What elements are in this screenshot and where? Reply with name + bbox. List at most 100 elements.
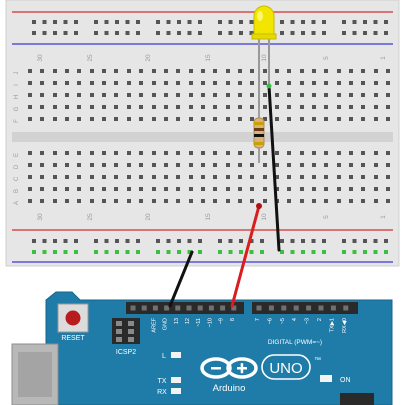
breadboard-hole[interactable] <box>324 117 328 121</box>
rail-hole[interactable] <box>363 20 367 24</box>
rail-hole[interactable] <box>352 250 357 254</box>
breadboard-hole[interactable] <box>65 81 69 85</box>
breadboard-hole[interactable] <box>275 69 279 73</box>
breadboard-hole[interactable] <box>139 151 143 155</box>
rail-hole[interactable] <box>218 20 222 24</box>
breadboard-hole[interactable] <box>152 187 156 191</box>
rail-hole[interactable] <box>187 239 192 243</box>
breadboard-hole[interactable] <box>300 187 304 191</box>
header-pin[interactable] <box>268 305 274 311</box>
rail-hole[interactable] <box>384 239 388 243</box>
breadboard-hole[interactable] <box>189 69 193 73</box>
breadboard-hole[interactable] <box>127 93 131 97</box>
breadboard-hole[interactable] <box>40 187 44 191</box>
rail-hole[interactable] <box>218 31 222 35</box>
breadboard-hole[interactable] <box>201 175 205 179</box>
breadboard-hole[interactable] <box>226 151 230 155</box>
rail-hole[interactable] <box>301 250 305 254</box>
breadboard-hole[interactable] <box>127 117 131 121</box>
rail-hole[interactable] <box>301 20 305 24</box>
breadboard-hole[interactable] <box>152 69 156 73</box>
breadboard-hole[interactable] <box>139 117 143 121</box>
breadboard-hole[interactable] <box>176 93 180 97</box>
breadboard-hole[interactable] <box>250 93 254 97</box>
breadboard-hole[interactable] <box>324 105 328 109</box>
rail-hole[interactable] <box>280 20 284 24</box>
breadboard-hole[interactable] <box>337 69 341 73</box>
breadboard-hole[interactable] <box>65 117 69 121</box>
breadboard-hole[interactable] <box>386 93 390 97</box>
rail-hole[interactable] <box>115 20 119 24</box>
resistor[interactable] <box>253 108 265 163</box>
breadboard-hole[interactable] <box>127 81 131 85</box>
breadboard-hole[interactable] <box>374 187 378 191</box>
breadboard-hole[interactable] <box>238 175 242 179</box>
breadboard-hole[interactable] <box>189 81 193 85</box>
breadboard-hole[interactable] <box>176 163 180 167</box>
breadboard-hole[interactable] <box>65 187 69 191</box>
rail-hole[interactable] <box>228 31 233 35</box>
rail-hole[interactable] <box>115 239 119 243</box>
breadboard-hole[interactable] <box>312 69 316 73</box>
breadboard-hole[interactable] <box>300 151 304 155</box>
breadboard-hole[interactable] <box>386 69 390 73</box>
breadboard-hole[interactable] <box>40 175 44 179</box>
rail-hole[interactable] <box>239 239 243 243</box>
breadboard-hole[interactable] <box>374 69 378 73</box>
breadboard-hole[interactable] <box>238 117 242 121</box>
breadboard-hole[interactable] <box>324 163 328 167</box>
breadboard-hole[interactable] <box>164 69 168 73</box>
breadboard-hole[interactable] <box>139 199 143 203</box>
breadboard-hole[interactable] <box>28 151 32 155</box>
breadboard-hole[interactable] <box>65 105 69 109</box>
breadboard-hole[interactable] <box>312 93 316 97</box>
breadboard-hole[interactable] <box>77 69 81 73</box>
breadboard-hole[interactable] <box>275 187 279 191</box>
rail-hole[interactable] <box>384 20 388 24</box>
breadboard-hole[interactable] <box>300 69 304 73</box>
breadboard-hole[interactable] <box>164 187 168 191</box>
breadboard-hole[interactable] <box>189 105 193 109</box>
breadboard-hole[interactable] <box>300 163 304 167</box>
breadboard-hole[interactable] <box>164 117 168 121</box>
rail-hole[interactable] <box>94 239 98 243</box>
breadboard-hole[interactable] <box>361 69 365 73</box>
rail-hole[interactable] <box>187 20 192 24</box>
breadboard-hole[interactable] <box>28 81 32 85</box>
breadboard-hole[interactable] <box>65 175 69 179</box>
breadboard-hole[interactable] <box>189 199 193 203</box>
breadboard-hole[interactable] <box>90 187 94 191</box>
breadboard-hole[interactable] <box>164 199 168 203</box>
rail-hole[interactable] <box>42 250 47 254</box>
breadboard-hole[interactable] <box>263 93 267 97</box>
breadboard-hole[interactable] <box>28 163 32 167</box>
rail-hole[interactable] <box>239 250 243 254</box>
rail-hole[interactable] <box>301 31 305 35</box>
breadboard-hole[interactable] <box>77 199 81 203</box>
breadboard-hole[interactable] <box>176 151 180 155</box>
breadboard-hole[interactable] <box>53 93 57 97</box>
breadboard-hole[interactable] <box>77 117 81 121</box>
breadboard-hole[interactable] <box>102 117 106 121</box>
rail-hole[interactable] <box>156 250 160 254</box>
breadboard-hole[interactable] <box>374 175 378 179</box>
header-pin[interactable] <box>186 305 192 311</box>
breadboard-hole[interactable] <box>250 187 254 191</box>
breadboard-hole[interactable] <box>164 175 168 179</box>
rail-hole[interactable] <box>249 250 254 254</box>
breadboard-hole[interactable] <box>102 151 106 155</box>
header-pin[interactable] <box>141 305 147 311</box>
rail-hole[interactable] <box>342 20 346 24</box>
rail-hole[interactable] <box>228 250 233 254</box>
breadboard-hole[interactable] <box>176 69 180 73</box>
breadboard-hole[interactable] <box>40 93 44 97</box>
breadboard-hole[interactable] <box>53 175 57 179</box>
breadboard-hole[interactable] <box>287 151 291 155</box>
breadboard-hole[interactable] <box>28 105 32 109</box>
rail-hole[interactable] <box>290 250 295 254</box>
rail-hole[interactable] <box>260 239 264 243</box>
breadboard-hole[interactable] <box>337 187 341 191</box>
rail-hole[interactable] <box>187 31 192 35</box>
breadboard-hole[interactable] <box>374 199 378 203</box>
breadboard-hole[interactable] <box>349 117 353 121</box>
